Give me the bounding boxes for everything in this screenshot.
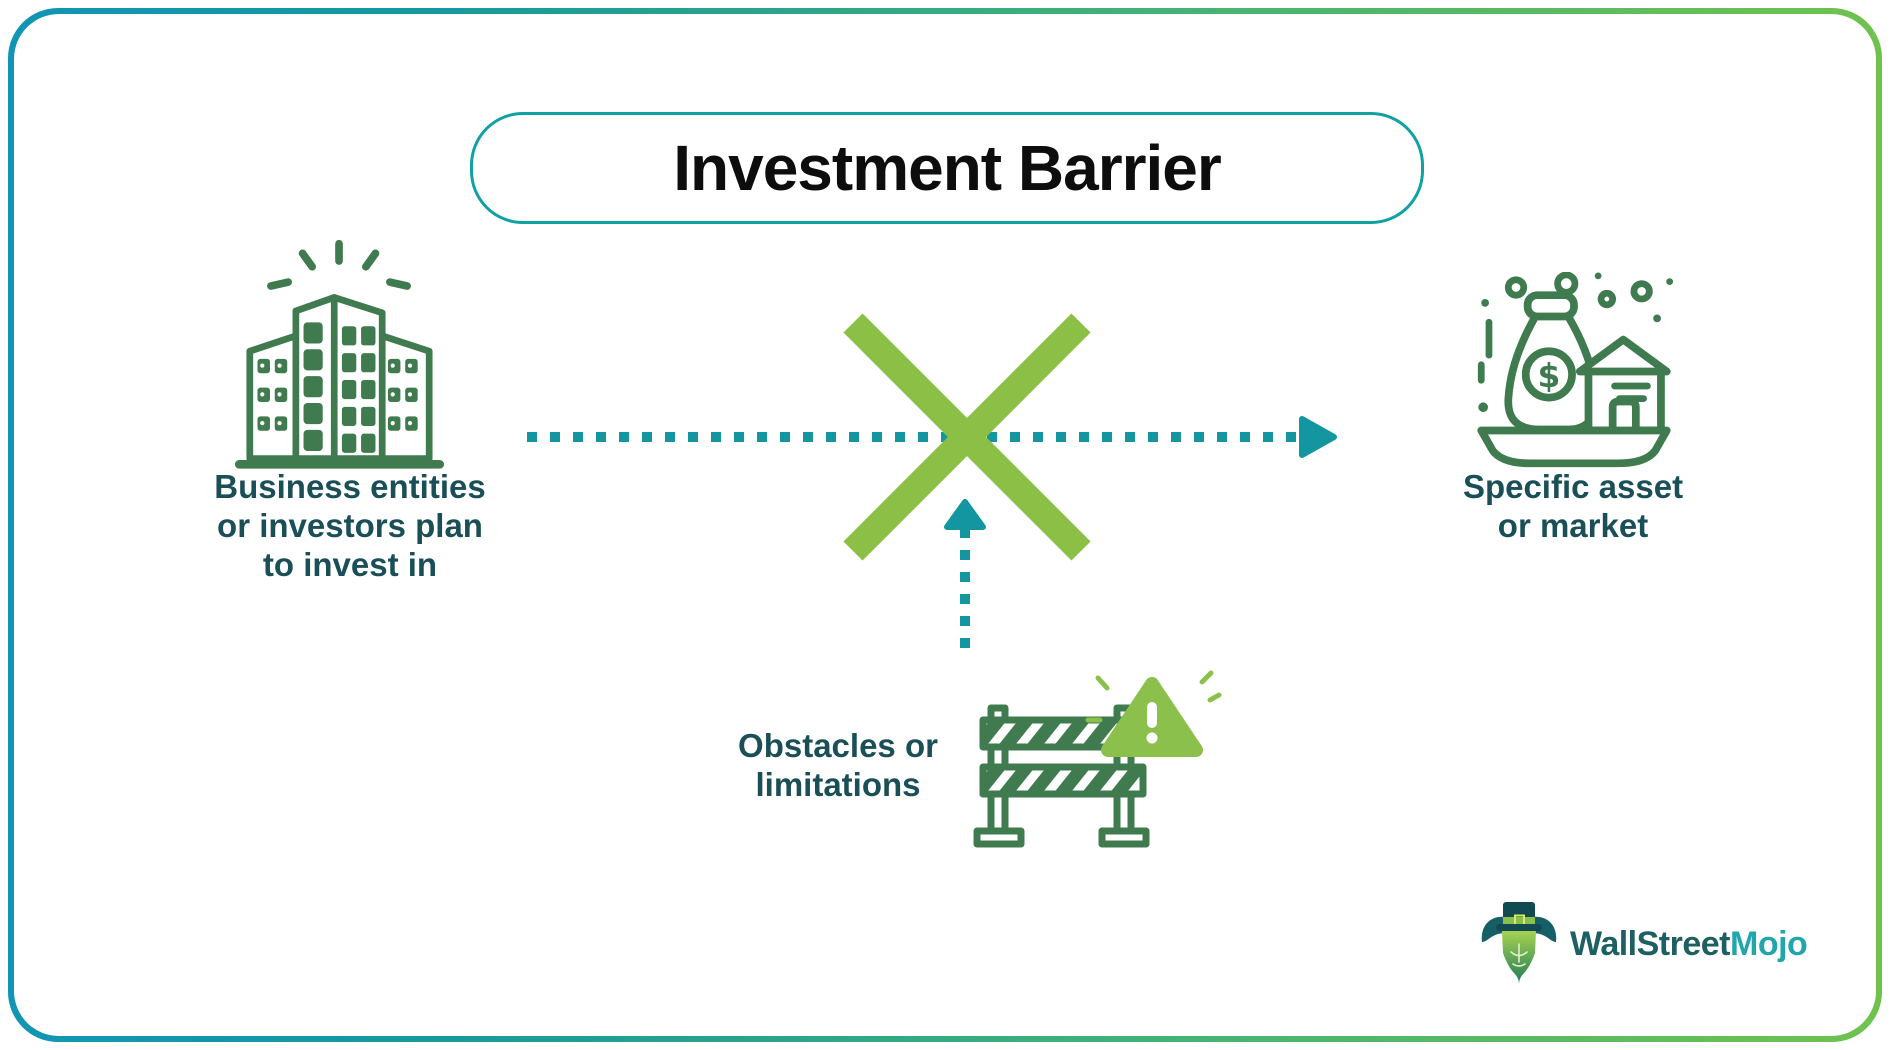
dollar-sign: $: [1537, 357, 1560, 395]
page-title: Investment Barrier: [673, 132, 1222, 204]
barrier-label: Obstacles or limitations: [738, 727, 938, 803]
bull-with-top-hat-icon: [1481, 902, 1557, 984]
warning-triangle-icon: [1085, 670, 1222, 757]
dotted-arrow-right-icon: [527, 416, 1337, 458]
money-bag-and-house-icon: $: [1477, 272, 1674, 468]
title-pill: Investment Barrier: [470, 112, 1424, 224]
roadblock-warning-icon: [973, 670, 1222, 848]
dotted-arrow-up-icon: [944, 499, 986, 648]
target-label: Specific asset or market: [1462, 468, 1684, 544]
blocked-cross-icon: [843, 313, 1091, 561]
source-label: Business entities or investors plan to i…: [214, 468, 486, 583]
office-buildings-icon: [234, 239, 445, 469]
logo-wordmark: WallStreetMojo: [1570, 924, 1808, 963]
wallstreetmojo-logo: WallStreetMojo: [1478, 900, 1808, 988]
